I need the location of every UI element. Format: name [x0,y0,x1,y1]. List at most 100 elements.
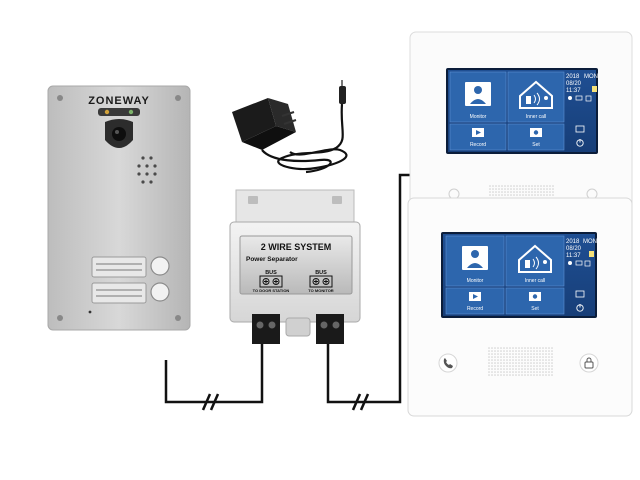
tile-record[interactable]: Record [445,287,505,315]
grille-hole [551,347,553,349]
grille-hole [489,185,491,187]
grille-hole [521,374,523,376]
grille-hole [507,191,509,193]
grille-hole [516,188,518,190]
grille-hole [506,350,508,352]
grille-hole [548,368,550,370]
grille-hole [533,368,535,370]
grille-hole [494,374,496,376]
grille-hole [512,359,514,361]
grille-hole [524,356,526,358]
date-year: 2018 [566,74,580,80]
grille-hole [515,347,517,349]
separator-title: 2 WIRE SYSTEM [261,242,332,252]
grille-hole [527,350,529,352]
grille-hole [495,185,497,187]
grille-hole [512,356,514,358]
house-icon [518,244,552,273]
grille-hole [527,353,529,355]
grille-hole [491,362,493,364]
name-plate [91,282,147,304]
grid-icon[interactable] [575,125,585,133]
person-status-icon [584,260,591,267]
person-icon [543,260,547,264]
grille-hole [527,365,529,367]
grille-hole [518,362,520,364]
grille-hole [521,362,523,364]
grille-hole [491,371,493,373]
grille-hole [518,350,520,352]
grille-hole [500,374,502,376]
grille-hole [512,350,514,352]
grille-hole [501,191,503,193]
grille-hole [540,185,542,187]
brand-logo: ZONEWAY [88,95,150,107]
call-button[interactable] [150,282,170,302]
grille-hole [530,359,532,361]
grille-hole [512,374,514,376]
grille-hole [498,188,500,190]
grille-hole [536,350,538,352]
grille-hole [533,371,535,373]
grille-hole [488,365,490,367]
grille-hole [516,194,518,196]
tile-record[interactable]: Record [449,123,507,151]
monitor-top-speaker-grille [489,185,554,196]
grille-hole [506,347,508,349]
play-triangle [473,294,478,299]
monitor-top: Monitor Inner call Record Set 2018 MON 0… [409,31,633,211]
grille-hole [497,362,499,364]
grille-hole [515,359,517,361]
grille-hole [539,362,541,364]
tile-monitor[interactable]: Monitor [445,235,505,287]
signal-icon [533,92,540,106]
grille-hole [548,353,550,355]
wire-door-to-separator [164,344,264,404]
grille-hole [509,359,511,361]
plug-pin [281,111,295,117]
grille-hole [500,356,502,358]
grille-hole [504,191,506,193]
grille-hole [521,371,523,373]
handset-button[interactable] [438,353,458,373]
tile-monitor[interactable]: Monitor [449,71,507,123]
grille-hole [495,191,497,193]
grille-hole [542,359,544,361]
grille-hole [527,374,529,376]
grille-hole [536,356,538,358]
grille-hole [509,362,511,364]
grille-hole [548,374,550,376]
grille-hole [519,194,521,196]
grille-hole [522,185,524,187]
grille-hole [515,374,517,376]
grille-hole [491,350,493,352]
grille-hole [537,188,539,190]
terminal-block-monitor [316,314,344,344]
tile-inner-call[interactable]: Inner call [507,71,565,123]
unlock-button[interactable] [579,353,599,373]
grid-icon[interactable] [575,290,585,298]
grille-hole [546,191,548,193]
grille-hole [537,194,539,196]
grille-hole [539,356,541,358]
monitor-bottom: Monitor Inner call Record Set 2018 MON 0… [407,197,633,417]
bus-terminal-icon [259,275,283,288]
monitor-bottom-side-panel: 2018 MON 08/20 11:37 [566,239,597,312]
grille-hole [551,350,553,352]
grille-hole [524,374,526,376]
grille-hole [533,365,535,367]
grille-hole [494,362,496,364]
call-button[interactable] [150,256,170,276]
tile-set[interactable]: Set [507,123,565,151]
tile-inner-call[interactable]: Inner call [505,235,565,287]
grille-hole [488,356,490,358]
grille-hole [509,371,511,373]
lock-shackle [586,357,592,362]
grille-hole [552,185,554,187]
grille-hole [548,362,550,364]
grille-hole [518,359,520,361]
grille-hole [545,353,547,355]
contact-body [470,99,486,104]
tile-set[interactable]: Set [505,287,565,315]
